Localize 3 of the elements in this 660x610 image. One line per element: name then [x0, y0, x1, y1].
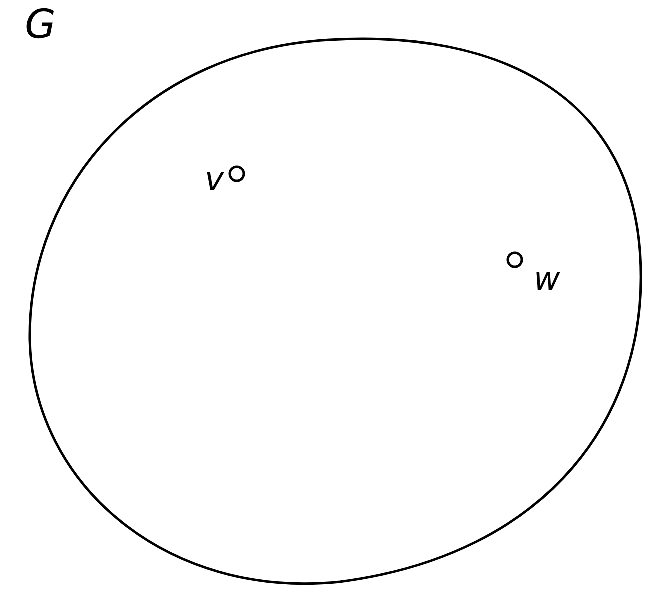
vertex-label: v	[205, 163, 224, 195]
graph-label: G	[25, 5, 56, 45]
vertex-label: w	[534, 263, 560, 295]
